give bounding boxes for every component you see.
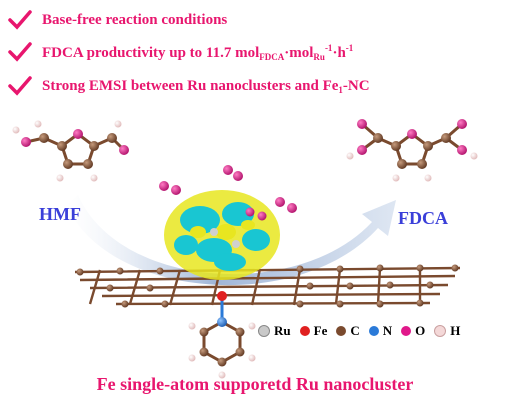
legend-swatch <box>401 326 412 336</box>
bullet-emsi: Strong EMSI between Ru nanoclusters and … <box>8 76 370 96</box>
fdca-label: FDCA <box>398 208 448 228</box>
pyridine-ligand <box>202 320 242 364</box>
sheet-atoms <box>76 264 459 308</box>
legend-item-n: N <box>368 323 392 339</box>
fdca-molecule <box>346 119 478 182</box>
bullet-productivity: FDCA productivity up to 11.7 molFDCA·mol… <box>8 42 353 62</box>
bullet-text: Base-free reaction conditions <box>42 11 228 28</box>
checkmark-icon <box>8 10 32 30</box>
legend-swatch <box>258 325 270 337</box>
legend-item-h: H <box>434 323 460 339</box>
reaction-arrow <box>66 195 396 286</box>
legend-swatch <box>299 326 310 336</box>
bullet-text: Strong EMSI between Ru nanoclusters and … <box>42 77 370 95</box>
hmf-molecule <box>12 120 129 182</box>
legend-item-o: O <box>401 323 425 339</box>
figure-caption: Fe single-atom supporetd Ru nanocluster <box>96 374 414 394</box>
ru-nanocluster-isosurface <box>164 190 280 280</box>
oxygen-molecules <box>159 165 297 221</box>
legend-item-ru: Ru <box>258 323 291 339</box>
legend-item-fe: Fe <box>299 323 327 339</box>
legend-swatch <box>368 326 379 336</box>
bullet-base-free: Base-free reaction conditions <box>8 10 227 30</box>
checkmark-icon <box>8 76 32 96</box>
atom-legend: Ru Fe C N O H <box>258 323 469 339</box>
bullet-text: FDCA productivity up to 11.7 molFDCA·mol… <box>42 42 354 62</box>
legend-swatch <box>336 326 347 336</box>
legend-item-c: C <box>336 323 360 339</box>
nitrogen-doped-carbon-sheet <box>74 266 461 306</box>
hmf-label: HMF <box>39 204 81 224</box>
checkmark-icon <box>8 42 32 62</box>
legend-swatch <box>434 325 447 337</box>
